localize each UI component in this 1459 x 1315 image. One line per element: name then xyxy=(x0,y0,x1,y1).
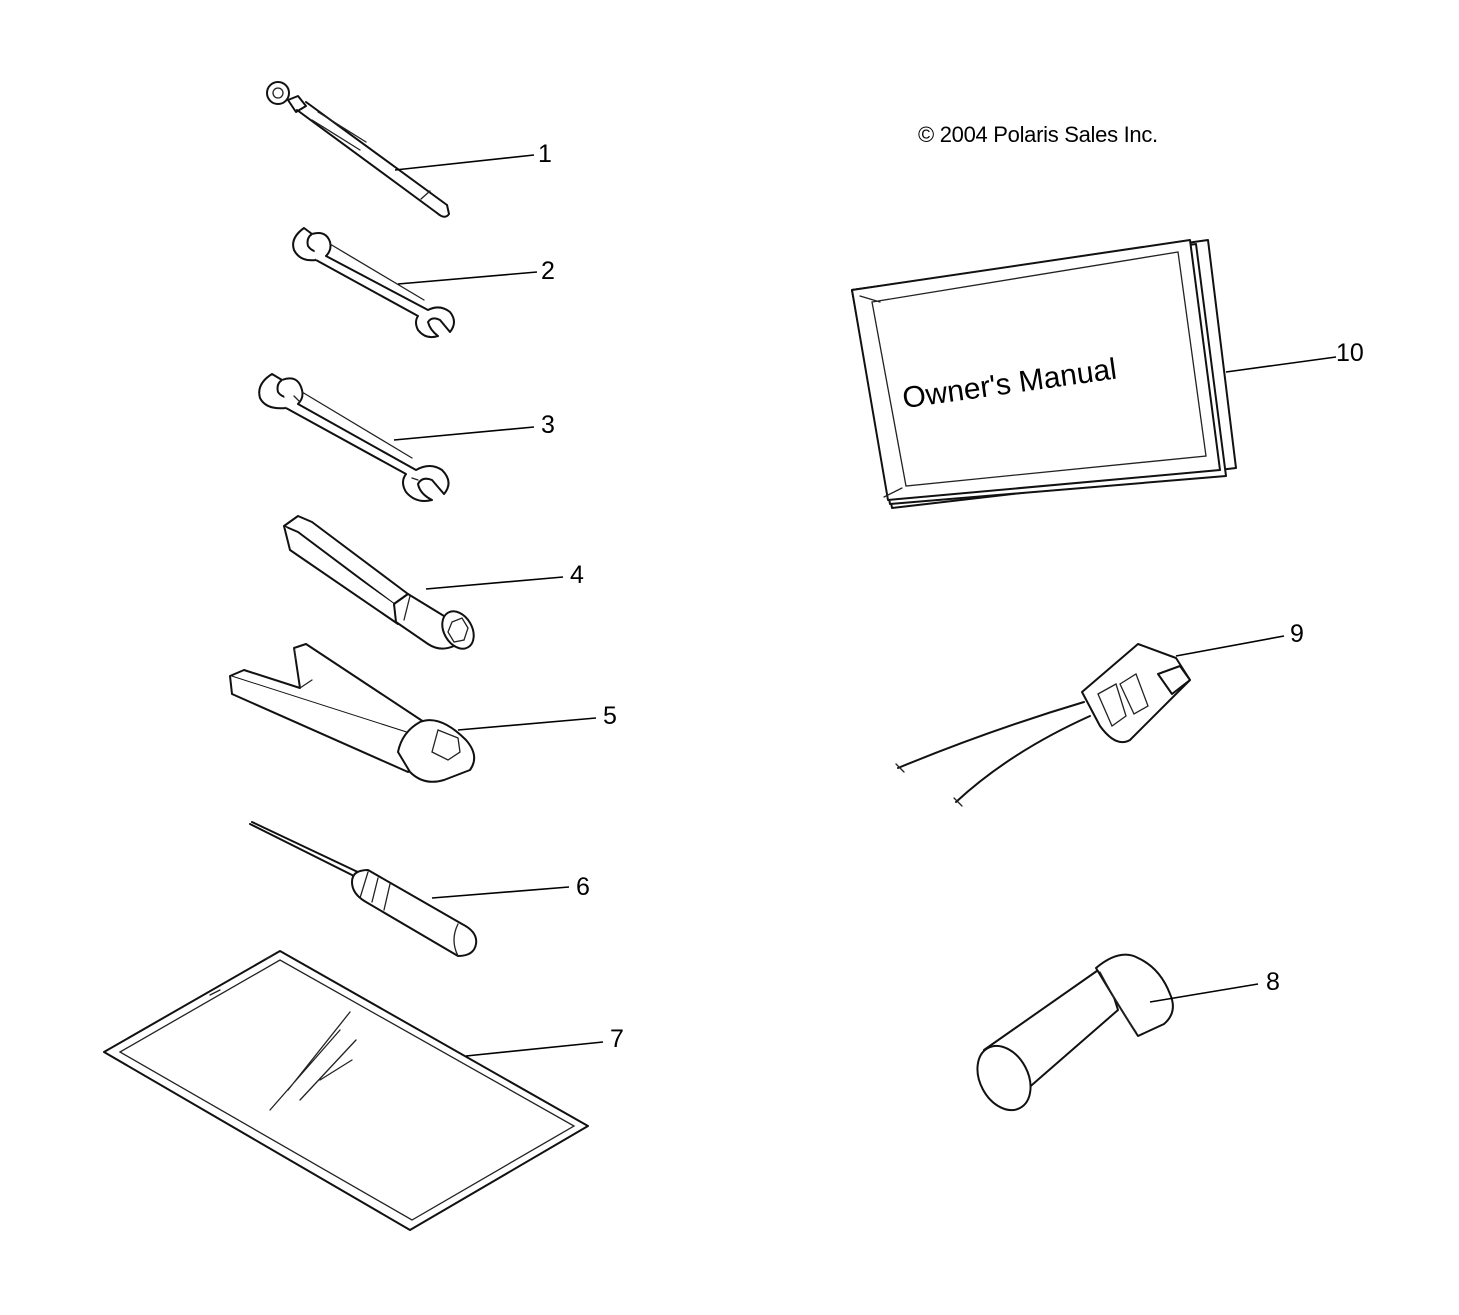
tool-pouch-clip-icon xyxy=(229,643,476,783)
leader-line-10 xyxy=(1225,356,1337,373)
leader-line-7 xyxy=(465,1041,604,1057)
callout-9: 9 xyxy=(1290,620,1304,648)
callout-10: 10 xyxy=(1336,339,1364,367)
leader-lines xyxy=(393,154,1337,1057)
callout-3: 3 xyxy=(541,411,555,439)
leader-line-5 xyxy=(457,717,597,731)
wire-harness-connector-icon xyxy=(895,643,1191,807)
copyright-notice: © 2004 Polaris Sales Inc. xyxy=(918,122,1158,147)
socket-tube-wrench-icon xyxy=(283,515,475,650)
leader-line-3 xyxy=(393,426,535,441)
callout-8: 8 xyxy=(1266,968,1280,996)
leader-line-9 xyxy=(1175,635,1285,657)
leader-line-1 xyxy=(394,154,535,171)
callout-5: 5 xyxy=(603,702,617,730)
screwdriver-icon xyxy=(249,821,478,957)
cylinder-plug-icon xyxy=(976,953,1174,1112)
callout-1: 1 xyxy=(538,140,552,168)
leader-line-6 xyxy=(431,886,570,899)
callout-4: 4 xyxy=(570,561,584,589)
callout-7: 7 xyxy=(610,1025,624,1053)
callout-2: 2 xyxy=(541,257,555,285)
owners-manual-icon: Owner's Manual xyxy=(851,239,1237,509)
open-end-wrench-small-icon xyxy=(292,227,455,339)
open-end-wrench-large-icon xyxy=(258,373,450,502)
leader-line-4 xyxy=(425,576,564,590)
tool-bag-icon xyxy=(103,950,589,1231)
leader-line-2 xyxy=(397,271,538,285)
callout-6: 6 xyxy=(576,873,590,901)
spark-plug-gauge-tool-icon xyxy=(266,81,450,218)
leader-line-8 xyxy=(1149,983,1259,1003)
